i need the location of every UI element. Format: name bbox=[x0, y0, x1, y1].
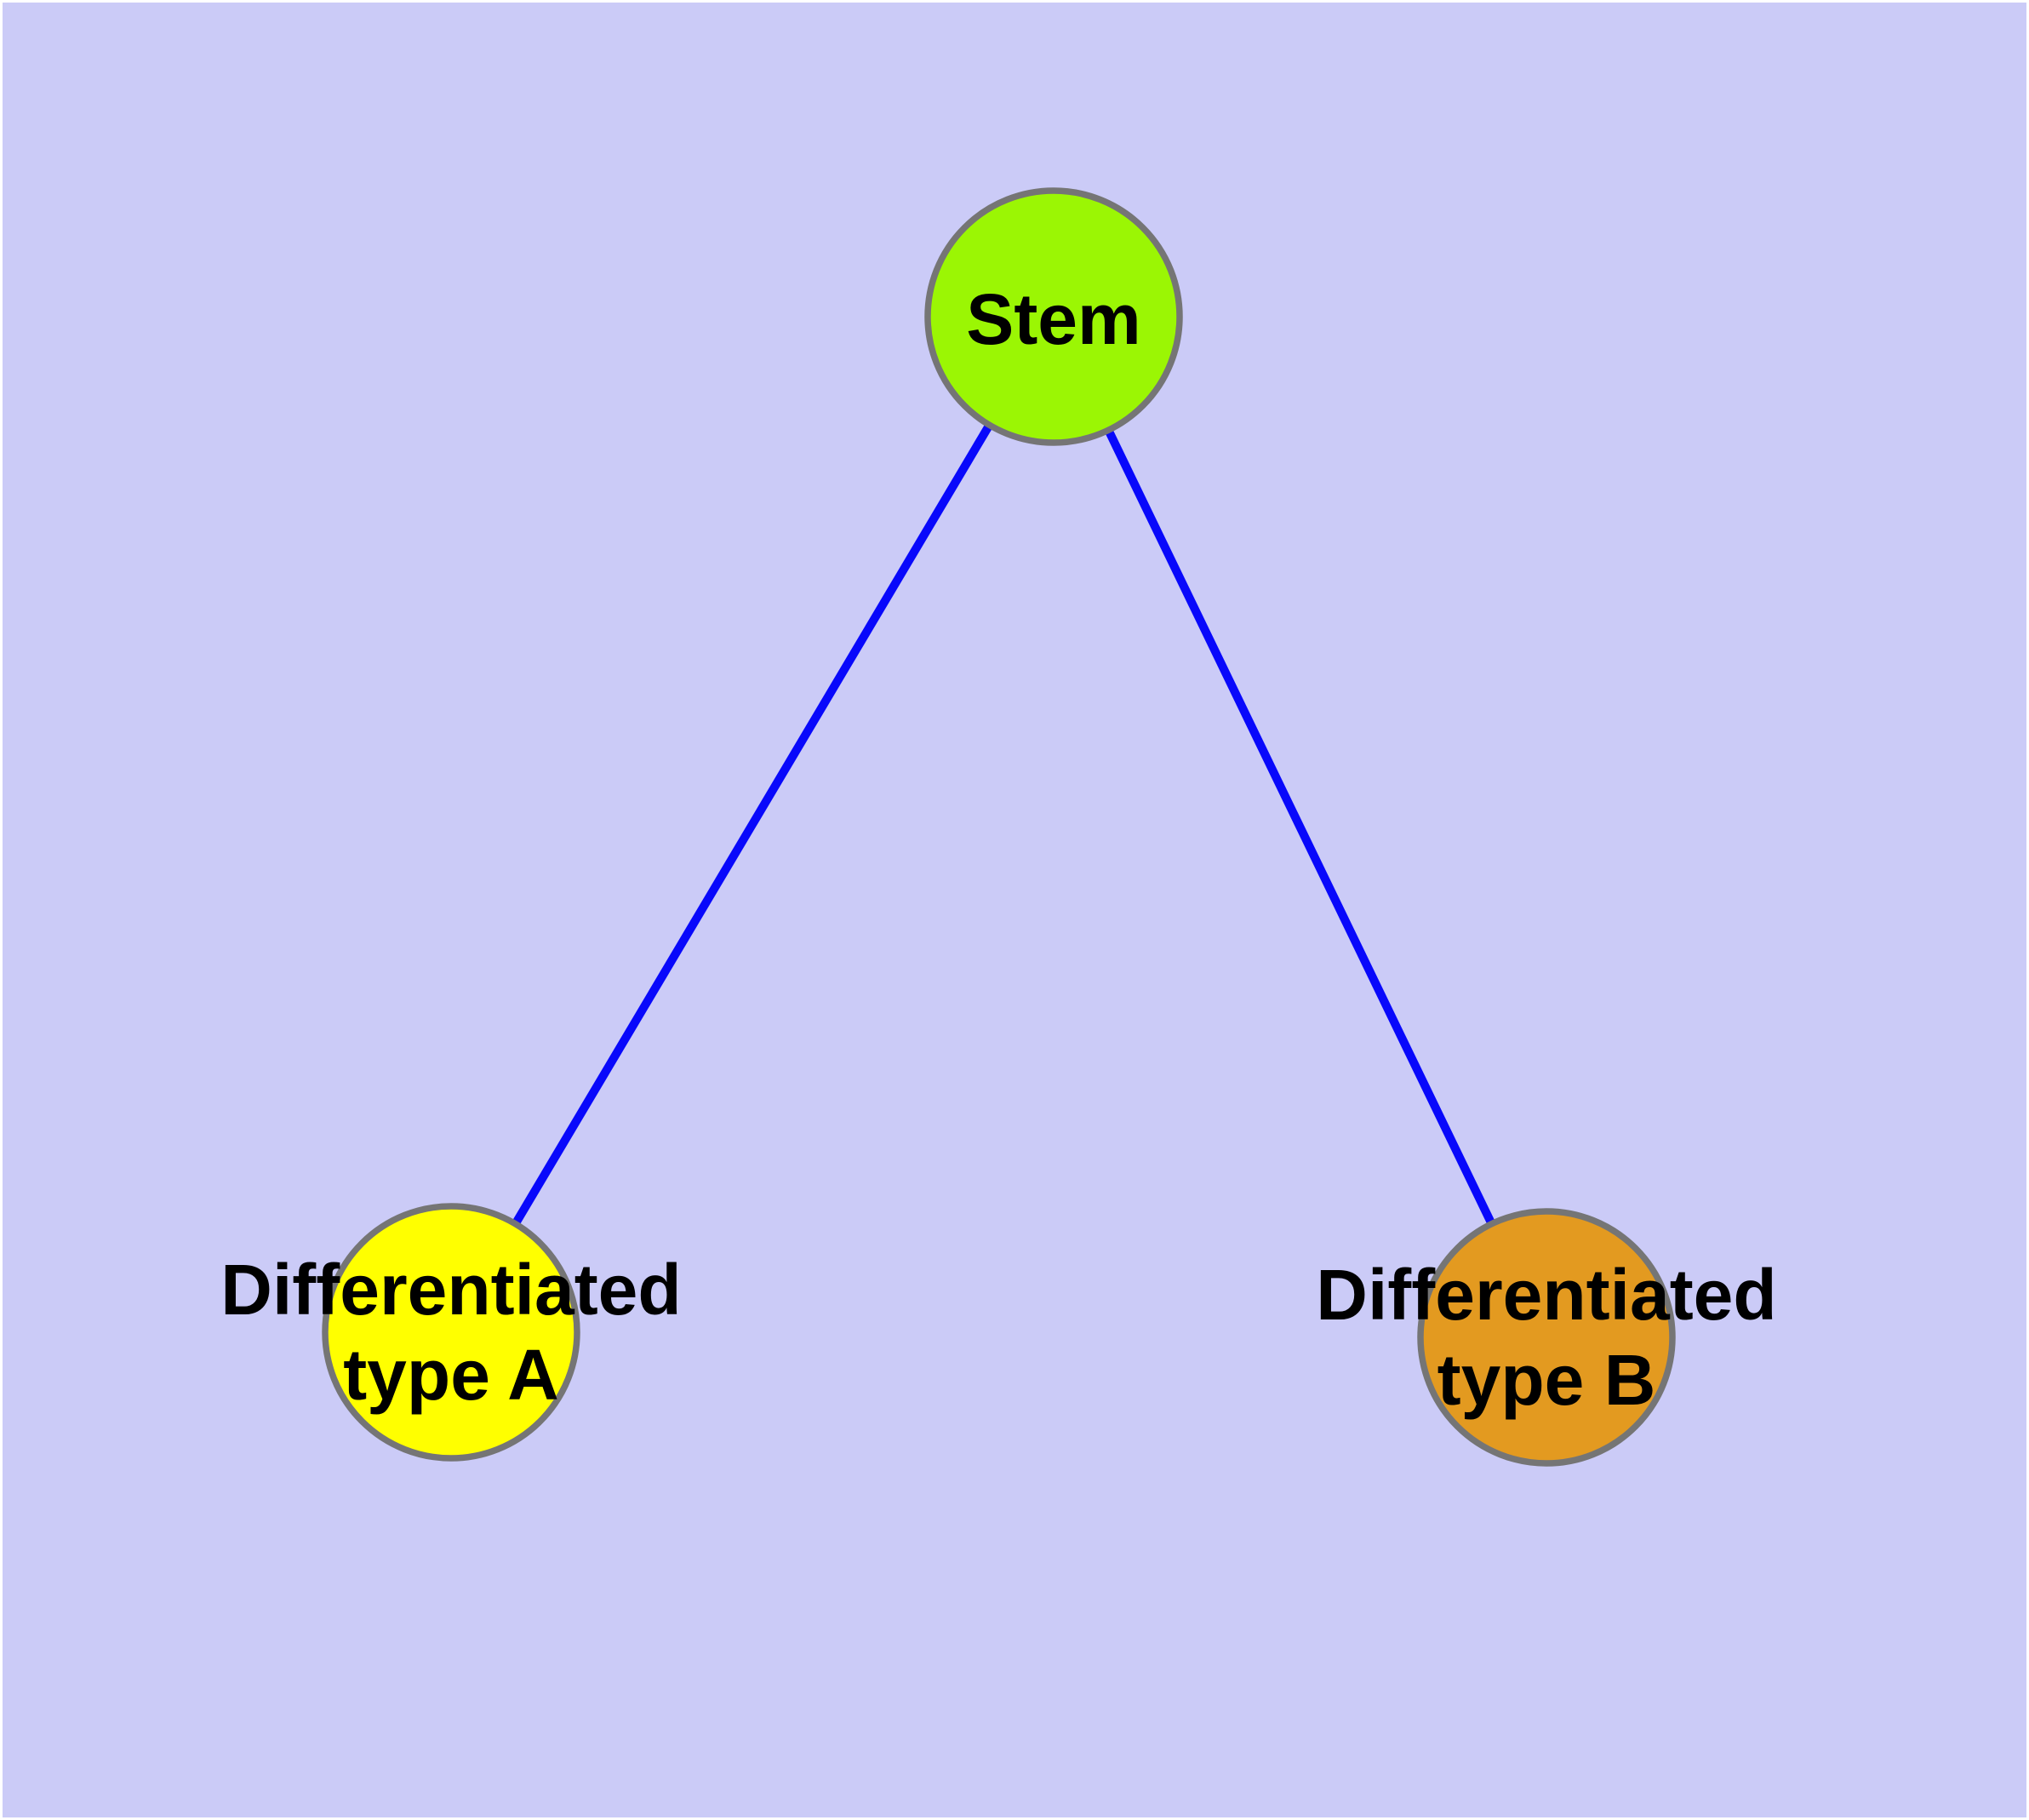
node-label-stem-text: Stem bbox=[966, 279, 1141, 359]
node-label-type-a-line2: type A bbox=[343, 1335, 559, 1415]
node-differentiated-type-a bbox=[322, 1203, 580, 1462]
node-label-type-b: Differentiated type B bbox=[1316, 1252, 1776, 1422]
node-label-type-b-line2: type B bbox=[1437, 1340, 1656, 1420]
edge-stem-to-type-b bbox=[1049, 314, 1551, 1340]
node-label-stem: Stem bbox=[966, 277, 1140, 362]
node-differentiated-type-b bbox=[1417, 1208, 1676, 1467]
edge-stem-to-type-a bbox=[447, 314, 1058, 1335]
node-label-type-b-line1: Differentiated bbox=[1316, 1255, 1777, 1335]
node-label-type-a-line1: Differentiated bbox=[220, 1250, 682, 1330]
node-label-type-a: Differentiated type A bbox=[220, 1247, 681, 1417]
node-stem bbox=[924, 187, 1183, 446]
